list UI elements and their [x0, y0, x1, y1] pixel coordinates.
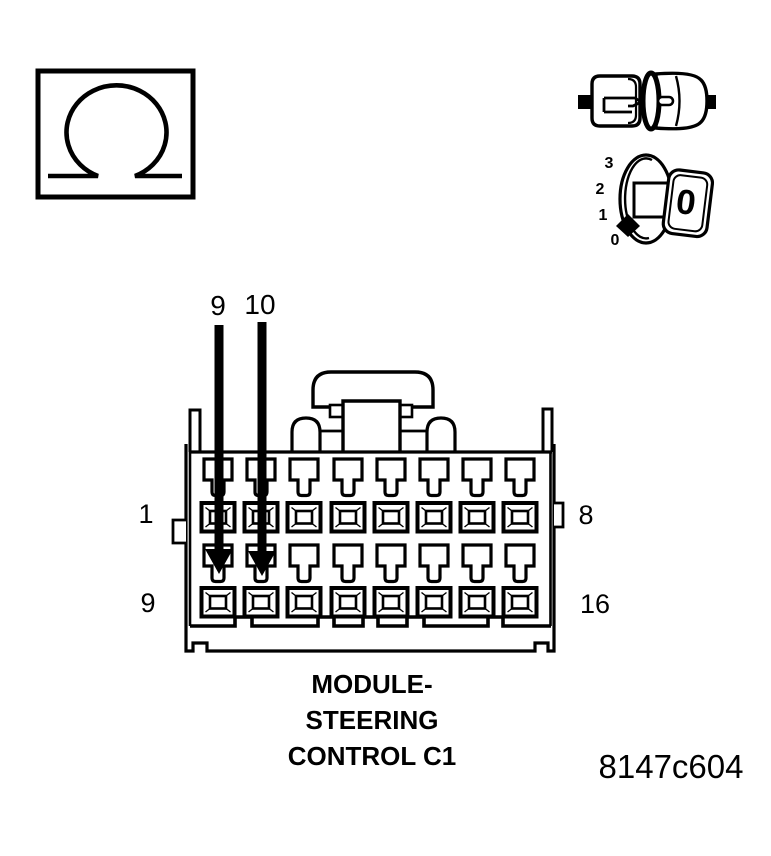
- terminal-column-7: [461, 459, 494, 617]
- latch-left-step: [328, 403, 345, 419]
- male-connector-half: [590, 74, 642, 128]
- ignition-switch-icon: [616, 153, 715, 245]
- arrow-label-10: 10: [244, 289, 276, 320]
- terminal-column-8: [504, 459, 537, 617]
- disconnected-connector-icon: [578, 70, 716, 132]
- ohmmeter-icon: [35, 68, 196, 200]
- pin-10-arrow: [248, 322, 276, 576]
- shell-inner-walls: [188, 452, 552, 626]
- pin-label-8: 8: [578, 500, 594, 530]
- shell-inner-bottom-edge: [190, 615, 551, 628]
- pin-label-16: 16: [579, 589, 611, 619]
- latch-left-bump: [290, 416, 322, 452]
- pin-label-9: 9: [140, 588, 156, 618]
- latch-tab: [311, 370, 435, 409]
- connector-outer-shell: [184, 444, 556, 653]
- shell-left-corner-tab: [188, 408, 202, 452]
- male-connector-inner-line: [627, 77, 638, 125]
- arrow-label-9: 9: [210, 290, 226, 321]
- ignition-position-1: 1: [598, 207, 608, 224]
- ignition-position-0: 0: [610, 232, 620, 249]
- key-head: [661, 168, 715, 239]
- terminal-column-3: [288, 459, 321, 617]
- female-terminal-slot: [656, 95, 675, 107]
- shell-right-corner-tab: [541, 407, 554, 452]
- latch-right-bump: [425, 416, 457, 452]
- female-connector-half: [654, 71, 709, 131]
- female-connector-taper-line: [674, 75, 681, 127]
- key-neck: [632, 181, 670, 219]
- latch-stem: [341, 399, 402, 452]
- ignition-position-3: 3: [604, 155, 614, 172]
- shell-left-side-notch: [171, 518, 186, 545]
- shell-right-side-notch: [554, 501, 565, 529]
- ignition-indicator-diamond: [616, 214, 640, 237]
- terminal-column-6: [418, 459, 451, 617]
- figure-code: 8147c604: [598, 748, 744, 785]
- terminal-column-4: [332, 459, 365, 617]
- key-head-bevel: [667, 174, 709, 233]
- omega-symbol: [48, 83, 182, 179]
- ignition-knob-inner-rim: [623, 157, 653, 240]
- pin-9-arrow: [205, 325, 233, 574]
- connector-face-diagram: [171, 322, 565, 653]
- left-wire-stub: [578, 95, 593, 109]
- terminal-column-5: [375, 459, 408, 617]
- pin-label-1: 1: [138, 499, 154, 529]
- connector-caption-line-3: CONTROL C1: [287, 741, 457, 771]
- connector-caption-line-2: STEERING: [305, 705, 439, 735]
- ignition-position-2: 2: [595, 181, 605, 198]
- female-seal-ring: [640, 70, 662, 132]
- connector-caption-line-1: MODULE-: [311, 669, 433, 699]
